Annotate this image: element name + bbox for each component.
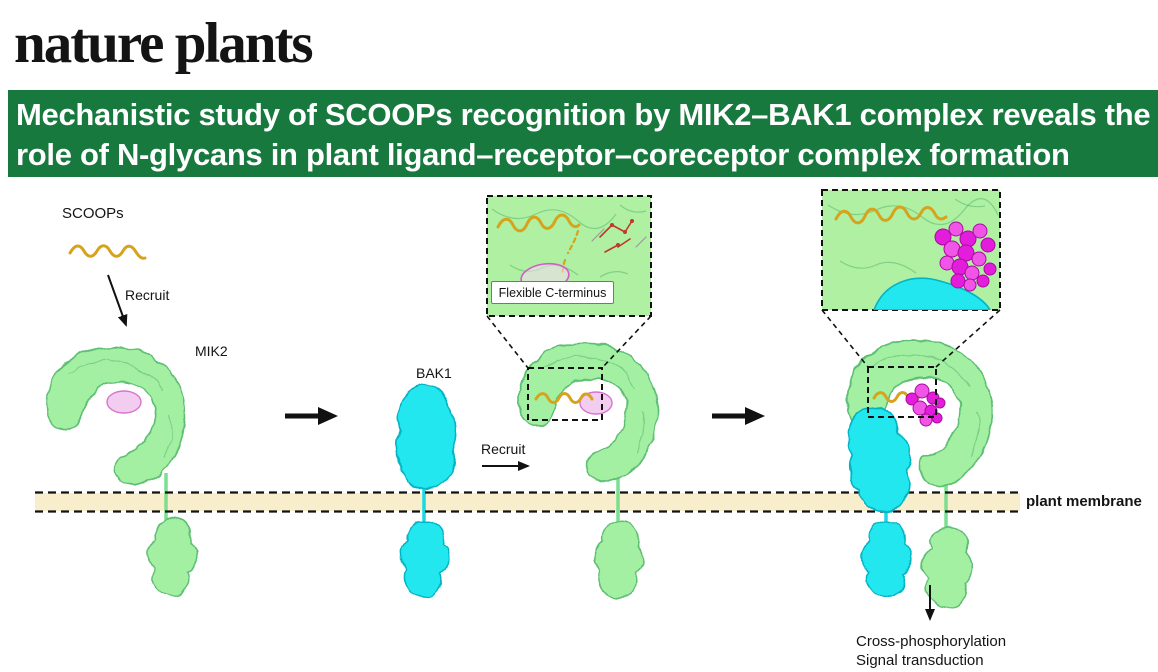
zoom-source-box-2 [867,366,937,418]
bak1-surface-inset [873,277,991,310]
recruit-arrow-mik2 [107,274,128,327]
scoop-peptide-free [68,244,147,260]
scoop-peptide-inset-2 [834,205,948,225]
mik2-label: MIK2 [195,343,228,359]
zoom-inset-glycans [821,189,1001,418]
outcome-text: Cross-phosphorylation Signal transductio… [856,632,1006,670]
step-arrow-2 [712,407,765,425]
title-line-1: Mechanistic study of SCOOPs recognition … [16,97,1151,132]
zoom-source-box-1 [527,367,603,421]
title-line-2: role of N-glycans in plant ligand–recept… [16,137,1070,172]
mik2-protein-1 [46,346,186,486]
bak1-label: BAK1 [416,365,452,381]
signal-transduction-label: Signal transduction [856,652,984,669]
scoop-peptide-bound-1 [534,392,594,404]
figure-canvas [35,189,1020,621]
bak1-kinase-1 [399,520,450,598]
bak1-kinase-2 [861,520,912,598]
mechanism-figure: SCOOPs Recruit MIK2 BAK1 Recruit Flexibl… [0,177,1158,672]
mik2-protein-2 [518,342,658,482]
recruit-mik2-label: Recruit [125,287,170,303]
n-glycan-cluster-main [905,383,946,427]
bound-ligand-pocket-1 [106,390,142,414]
step-arrow-1 [285,407,338,425]
cross-phosphorylation-label: Cross-phosphorylation [856,633,1007,650]
membrane-dashed-lines [35,491,1020,513]
n-glycan-cluster-inset [934,221,997,292]
bound-ligand-pocket-2 [579,391,613,415]
scoop-peptide-inset-1 [496,213,581,233]
flexible-c-terminus-label: Flexible C-terminus [491,281,614,304]
recruit-bak1-label: Recruit [481,441,526,457]
mik2-kinase-2 [593,520,644,598]
glycan-sticks [591,219,647,253]
kinase-domains [147,518,975,608]
journal-logo: nature plants [14,12,314,75]
mik2-kinase-1 [147,518,198,596]
plant-membrane-label: plant membrane [1026,493,1142,510]
title-banner: Mechanistic study of SCOOPs recognition … [8,90,1158,177]
bak1-protein-1 [384,379,467,495]
scoops-label: SCOOPs [62,205,124,222]
plant-membrane-band [35,493,1020,511]
